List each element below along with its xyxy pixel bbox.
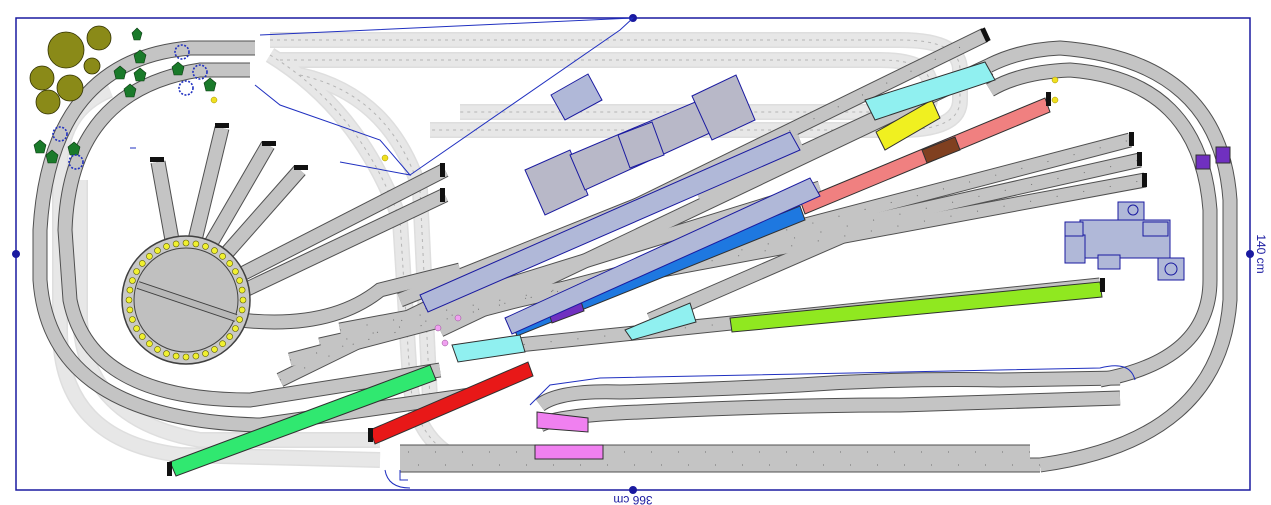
buffer-stop-icon bbox=[262, 141, 276, 146]
turntable-pit-light bbox=[146, 252, 153, 260]
mint-siding bbox=[169, 364, 437, 477]
dimension-marker-left bbox=[12, 250, 20, 258]
buffer-stop-icon bbox=[440, 163, 445, 177]
dimension-marker-right bbox=[1246, 250, 1254, 258]
turntable-pit-light bbox=[172, 352, 180, 360]
turntable-pit-light bbox=[219, 340, 226, 348]
width-dimension-label: 366 cm bbox=[613, 493, 652, 505]
turntable-pit-light bbox=[202, 350, 209, 357]
turntable-pit-light bbox=[125, 296, 133, 304]
buffer-stop-icon bbox=[1142, 173, 1147, 187]
turntable-pit-light bbox=[226, 260, 233, 267]
turntable-pit-light bbox=[139, 260, 146, 267]
buffer-stop-icon bbox=[1046, 92, 1051, 106]
turntable-pit-light bbox=[182, 353, 190, 361]
turntable-pit-light bbox=[211, 346, 218, 353]
turntable-pit-light bbox=[126, 286, 134, 294]
turntable-pit-light bbox=[154, 346, 161, 353]
buffer-stop-icon bbox=[150, 157, 164, 162]
deciduous-tree-icon bbox=[29, 25, 112, 115]
cyan-switch-mid bbox=[624, 302, 697, 341]
signal-markers bbox=[210, 76, 1059, 162]
turntable-pit-light bbox=[129, 277, 136, 284]
purple-block-right-1 bbox=[1195, 154, 1211, 170]
conifer-tree-icon bbox=[33, 27, 217, 164]
pink-block-bottom bbox=[534, 444, 604, 460]
buffer-stop-icon bbox=[1100, 278, 1105, 292]
turntable-pit-light bbox=[236, 316, 243, 323]
buffer-stop-icon bbox=[1137, 152, 1142, 166]
dimension-marker-bottom bbox=[629, 486, 637, 494]
turntable-pit-light bbox=[154, 247, 161, 254]
turntable-icon[interactable] bbox=[121, 235, 251, 365]
turntable-pit-light bbox=[192, 240, 200, 248]
turntable-pit-light bbox=[139, 333, 146, 340]
yellow-switch bbox=[875, 99, 941, 151]
buffer-stop-icon bbox=[1129, 132, 1134, 146]
turntable-pit-light bbox=[211, 247, 218, 254]
turntable-pit-light bbox=[163, 243, 170, 250]
buffer-stop-icon bbox=[215, 123, 229, 128]
brown-block bbox=[921, 136, 961, 164]
platform-long bbox=[419, 131, 801, 313]
turntable-pit-light bbox=[182, 239, 190, 247]
height-dimension-label: 140 cm bbox=[1254, 234, 1268, 273]
station-building bbox=[524, 74, 756, 216]
conifer-tree-blue-icon bbox=[52, 44, 208, 170]
turntable-pit-light bbox=[163, 350, 170, 357]
turntable-pit-light bbox=[172, 240, 180, 248]
turntable-pit-light bbox=[232, 325, 239, 332]
turntable-pit-light bbox=[133, 268, 140, 275]
green-siding bbox=[729, 281, 1103, 333]
turntable-pit-light bbox=[236, 277, 243, 284]
turntable-pit-light bbox=[146, 340, 153, 348]
turntable-pit-light bbox=[226, 333, 233, 340]
buffer-stops bbox=[150, 27, 1147, 476]
turntable-pit-light bbox=[192, 352, 200, 360]
turntable-pit-light bbox=[129, 316, 136, 323]
red-siding bbox=[369, 361, 534, 445]
station-platforms bbox=[419, 131, 821, 335]
pink-block-wavy bbox=[536, 411, 589, 433]
control-wiring bbox=[130, 17, 1136, 489]
platform-mid bbox=[504, 177, 821, 335]
decorative-markers bbox=[434, 314, 462, 347]
purple-block-right-2 bbox=[1215, 146, 1231, 164]
trees bbox=[29, 25, 217, 170]
cyan-switch-upper bbox=[864, 61, 996, 121]
buffer-stop-icon bbox=[167, 462, 172, 476]
cyan-switch-lower bbox=[451, 334, 526, 363]
buffer-stop-icon bbox=[980, 27, 991, 43]
buffer-stop-icon bbox=[440, 188, 445, 202]
turntable-pit-light bbox=[232, 268, 239, 275]
main-tracks bbox=[32, 28, 1238, 473]
colored-sidings bbox=[169, 61, 1231, 477]
turntable-pit-light bbox=[133, 325, 140, 332]
farm-building-icon bbox=[1064, 201, 1185, 281]
station-building-icon bbox=[524, 149, 589, 216]
turntable-pit-light bbox=[202, 243, 209, 250]
buffer-stop-icon bbox=[294, 165, 308, 170]
turntable-pit-light bbox=[238, 306, 246, 314]
turntable-pit-light bbox=[126, 306, 134, 314]
buffer-stop-icon bbox=[368, 428, 373, 442]
turntable-pit-light bbox=[219, 252, 226, 260]
turntable-pit-light bbox=[238, 286, 246, 294]
small-building-icon bbox=[550, 73, 603, 121]
turntable-pit-light bbox=[239, 296, 247, 304]
